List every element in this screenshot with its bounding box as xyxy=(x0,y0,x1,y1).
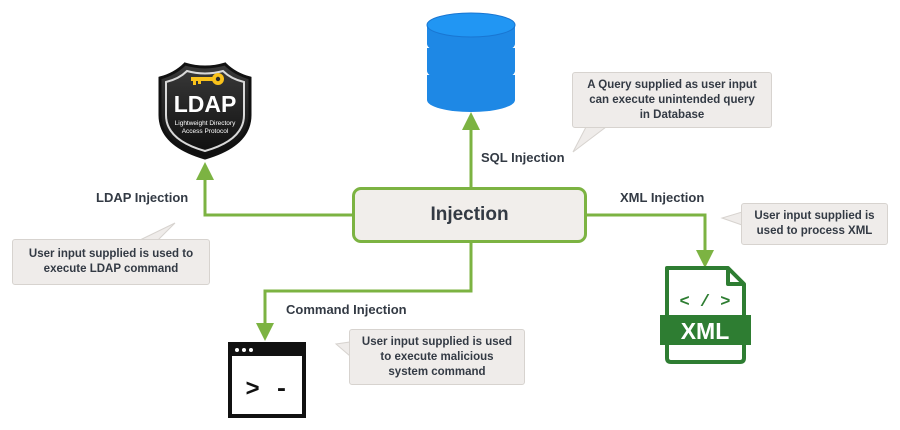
callout-tail-ldap xyxy=(139,222,176,241)
command-callout: User input supplied is used to execute m… xyxy=(349,329,525,385)
callout-tail-sql xyxy=(572,126,608,153)
arrowhead-command xyxy=(256,323,274,341)
terminal-prompt-glyph: > - xyxy=(245,377,288,404)
ldap-callout-line: execute LDAP command xyxy=(43,263,179,275)
command-callout-line: User input supplied is used xyxy=(361,335,513,348)
connector-command xyxy=(263,243,473,325)
arrowhead-ldap xyxy=(196,162,214,180)
ldap-callout-line: User input supplied is used to xyxy=(28,248,194,260)
injection-node-label: Injection xyxy=(430,204,509,225)
arrowhead-sql xyxy=(462,112,480,130)
sql-callout-line: A Query supplied as user input xyxy=(587,78,757,91)
command-callout-line: to execute malicious xyxy=(380,350,494,363)
command-callout-line: system command xyxy=(388,365,486,378)
sql-callout-line: in Database xyxy=(639,108,705,121)
ldap-badge-subtitle-1: Lightweight Directory xyxy=(175,120,236,127)
ldap-badge-subtitle-2: Access Protocol xyxy=(182,128,229,135)
xml-callout-line: User input supplied is xyxy=(754,210,875,222)
xml-file-icon: < / > XML xyxy=(660,266,751,364)
ldap-injection-label: LDAP Injection xyxy=(96,190,189,205)
arrowhead-xml xyxy=(696,250,714,268)
command-injection-label: Command Injection xyxy=(286,302,407,317)
callout-tail-xml xyxy=(720,211,743,226)
connector-xml xyxy=(587,213,707,252)
sql-injection-label: SQL Injection xyxy=(481,150,565,165)
arrowheads xyxy=(196,112,714,341)
xml-injection-label: XML Injection xyxy=(620,190,705,205)
xml-callout-line: used to process XML xyxy=(756,225,873,237)
connector-ldap xyxy=(203,178,352,217)
ldap-callout: User input supplied is used to execute L… xyxy=(12,239,210,285)
xml-badge-title: XML xyxy=(681,318,730,344)
ldap-shield-icon: LDAP Lightweight Directory Access Protoc… xyxy=(158,62,252,160)
ldap-badge-title: LDAP xyxy=(174,91,237,117)
injection-node: Injection xyxy=(352,187,587,243)
sql-callout: A Query supplied as user input can execu… xyxy=(572,72,772,128)
key-icon xyxy=(191,73,224,85)
terminal-icon: > - xyxy=(228,342,306,418)
xml-code-glyph: < / > xyxy=(679,293,730,312)
callout-tail-command xyxy=(334,341,351,358)
sql-callout-line: can execute unintended query xyxy=(589,93,755,106)
connectors xyxy=(203,128,707,325)
xml-callout: User input supplied is used to process X… xyxy=(741,203,888,245)
database-icon xyxy=(426,12,516,112)
